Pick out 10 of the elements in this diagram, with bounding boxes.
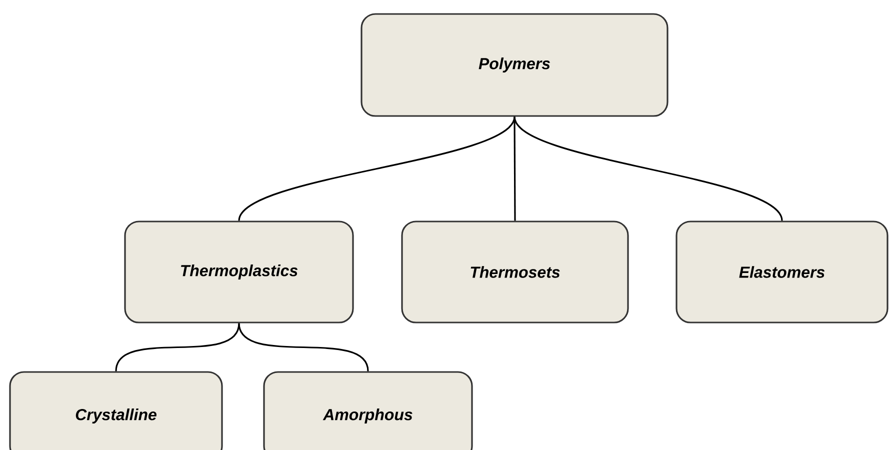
connector-line	[238, 323, 369, 372]
connector-line	[115, 323, 240, 372]
category-box: Elastomers	[676, 220, 888, 324]
category-box: Polymers	[360, 13, 668, 117]
category-box: Crystalline	[9, 371, 223, 450]
category-box: Thermosets	[401, 220, 629, 324]
category-box: Amorphous	[263, 371, 473, 450]
category-box: Thermoplastics	[124, 220, 354, 324]
connector-line	[514, 116, 516, 221]
connector-line	[514, 116, 783, 222]
